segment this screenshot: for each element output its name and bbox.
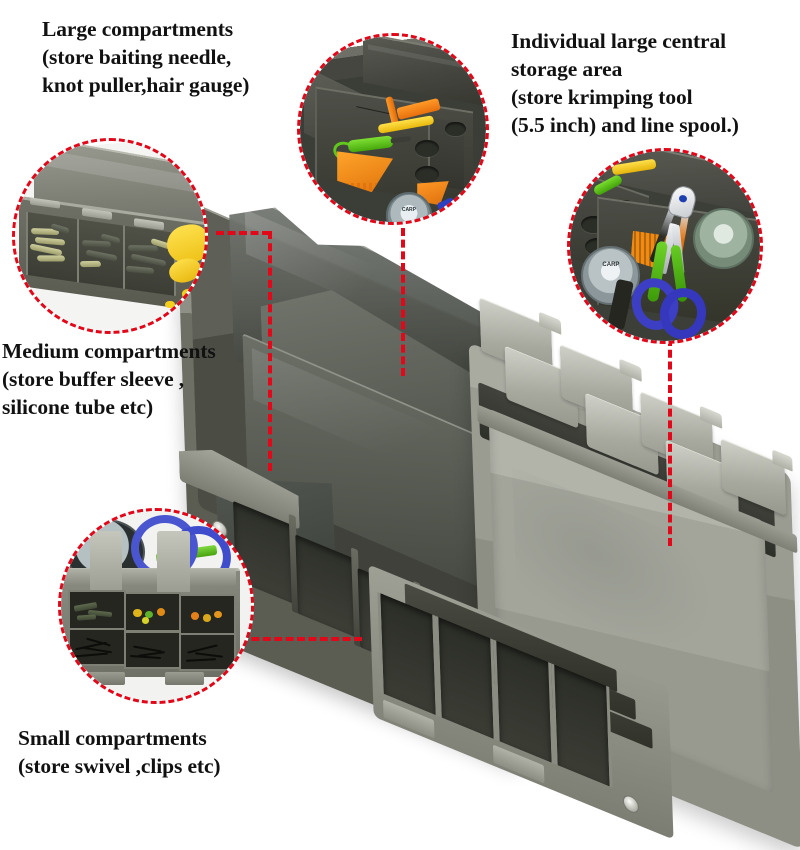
compartment xyxy=(68,628,126,667)
connector-krimp-vertical xyxy=(668,338,672,546)
line-spool-right xyxy=(693,208,755,269)
inset-medium-compartments xyxy=(12,138,208,334)
small-compartment-box xyxy=(61,530,240,685)
scissors xyxy=(626,222,711,341)
connector-tools-vertical xyxy=(401,228,405,376)
connector-medium-horizontal xyxy=(216,231,270,235)
connector-medium-vertical xyxy=(268,231,272,471)
annotation-central-storage: Individual large central storage area (s… xyxy=(511,29,739,137)
compartment xyxy=(178,632,237,671)
inset-central-storage xyxy=(567,148,763,344)
compartment xyxy=(178,594,237,635)
compartment xyxy=(68,590,126,631)
annotation-large-compartments: Large compartments (store baiting needle… xyxy=(42,17,250,97)
infographic-canvas: CARP xyxy=(0,0,800,800)
compartment xyxy=(123,630,182,669)
compartment xyxy=(76,219,126,290)
inset-large-compartments xyxy=(297,33,489,225)
connector-small-horizontal xyxy=(240,637,362,641)
compartment xyxy=(123,592,182,633)
annotation-small-compartments: Small compartments (store swivel ,clips … xyxy=(18,726,221,778)
annotation-medium-compartments: Medium compartments (store buffer sleeve… xyxy=(2,339,216,419)
inset-small-compartments: CARP xyxy=(58,508,254,704)
line-spool xyxy=(385,192,433,222)
compartment xyxy=(26,212,79,283)
